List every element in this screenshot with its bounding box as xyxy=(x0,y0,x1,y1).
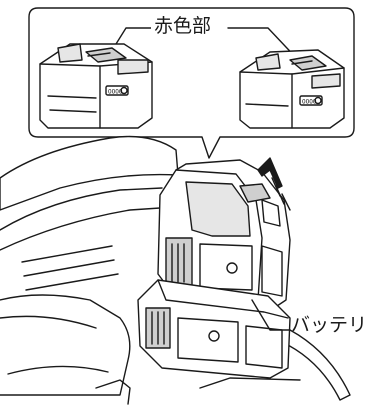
callout-label: 赤色部 xyxy=(151,17,215,36)
insert-arrow-icon xyxy=(258,158,290,210)
battery-lower xyxy=(138,280,290,378)
indicator-text-left: OOOO xyxy=(108,89,123,96)
indicator-text-right: OOOO xyxy=(302,99,317,106)
battery-leader xyxy=(252,300,290,330)
callout-battery-right xyxy=(240,50,344,128)
red-part-left xyxy=(86,48,126,62)
battery-upper xyxy=(158,160,290,312)
tool-body xyxy=(0,137,350,405)
battery-label: バッテリ xyxy=(291,314,368,336)
red-part-right xyxy=(290,56,326,70)
callout-battery-left xyxy=(40,44,152,128)
